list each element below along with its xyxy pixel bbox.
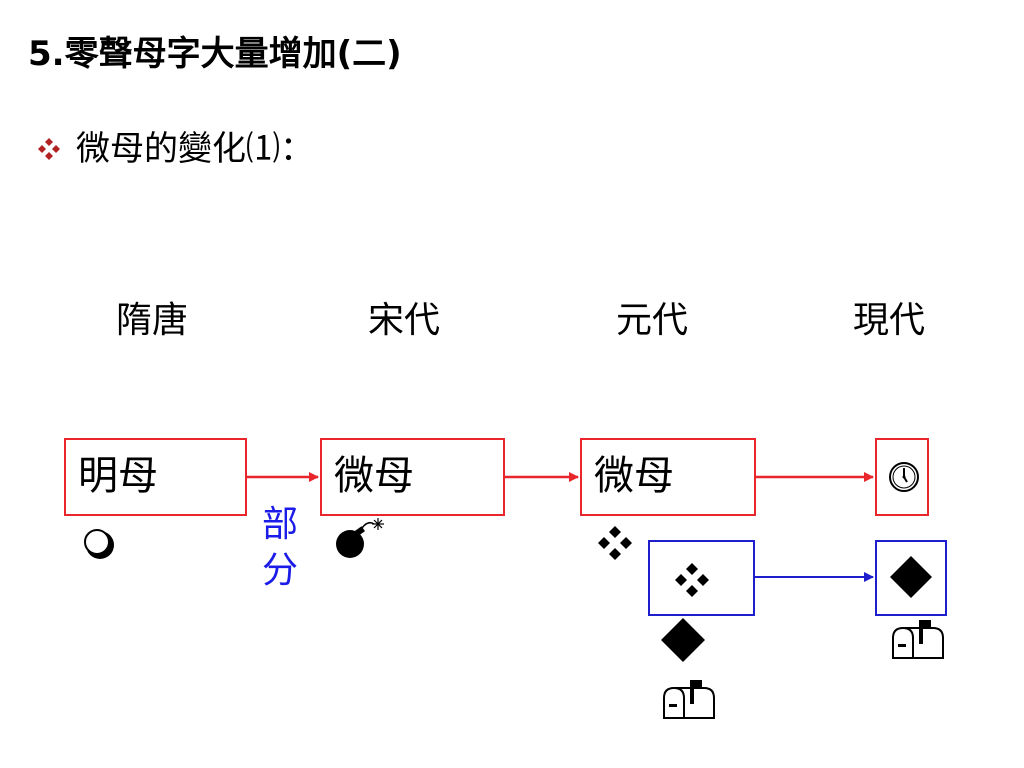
box-yuan: 微母 [580,438,756,516]
filled-diamond-icon [890,556,932,598]
circle-icon [84,529,114,559]
partial-label: 部分 [262,504,299,591]
mailbox-icon [892,620,944,659]
box-modern-blue [875,540,947,616]
box-suitang: 明母 [64,438,247,516]
era-song: 宋代 [368,300,441,341]
box-modern [875,438,929,516]
mailbox-icon [663,680,715,719]
box-song-label: 微母 [334,453,414,499]
subtitle: 微母的變化⑴： [76,129,314,169]
box-yuan-label: 微母 [594,453,674,499]
page-title: 5.零聲母字大量增加(二) [28,34,402,74]
era-modern: 現代 [853,300,926,341]
era-suitang: 隋唐 [116,300,189,341]
era-yuan: 元代 [616,300,689,341]
box-song: 微母 [320,438,505,516]
filled-diamond-icon [661,618,705,662]
bullet-row: 微母的變化⑴： [36,124,314,174]
clock-icon [889,462,919,492]
box-suitang-label: 明母 [78,453,158,499]
bomb-icon [336,518,384,558]
diamond-bullet-icon [38,138,60,160]
four-diamonds-icon [598,526,632,560]
box-yuan-blue [648,540,755,616]
four-diamonds-icon [675,563,709,597]
